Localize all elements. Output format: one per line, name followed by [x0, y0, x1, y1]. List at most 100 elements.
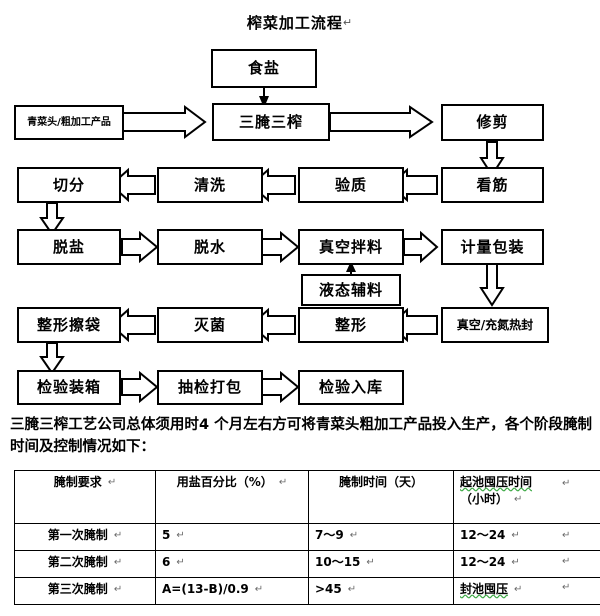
cell-return-mark: ↵	[113, 530, 123, 541]
connector-samplepack-to-inspectstore	[261, 370, 300, 404]
flow-node-cut[interactable]: 切分	[17, 167, 121, 203]
table-header-requirement: 腌制要求 ↵	[14, 470, 156, 524]
table-header-salt-percent: 用盐百分比（%） ↵	[155, 470, 309, 524]
cell-pickle-days-text: >45	[315, 582, 342, 596]
connector-dehydrate-to-vacuummix	[261, 230, 300, 264]
flow-node-shape-label: 整形	[334, 315, 367, 334]
table-header-pickle-days-text: 腌制时间（天）	[338, 475, 423, 489]
flow-node-salt[interactable]: 食盐	[211, 49, 317, 88]
page-title: 榨菜加工流程↵	[0, 12, 600, 33]
connector-desalt-to-dehydrate	[121, 230, 159, 264]
table-header-press-hours-line1: 起池囤压时间	[460, 475, 533, 489]
cell-requirement: 第三次腌制 ↵	[14, 577, 156, 605]
cell-return-mark: ↵	[366, 557, 375, 568]
flow-node-vacuum-mix-label: 真空拌料	[318, 237, 383, 256]
cell-press-hours-text: 封池囤压	[460, 582, 509, 596]
cell-return-mark: ↵	[278, 477, 288, 488]
flow-node-inspect-store[interactable]: 检验入库	[298, 370, 404, 405]
outside-return-mark: ↵	[562, 556, 571, 567]
flow-node-dehydrate[interactable]: 脱水	[157, 229, 263, 265]
flow-node-sample-pack-label: 抽检打包	[177, 378, 242, 396]
connector-inspectbox-to-samplepack	[121, 370, 159, 404]
connector-pickle-to-trim	[329, 105, 434, 139]
connector-raw-to-pickle	[122, 105, 207, 139]
flow-node-liquid-additive[interactable]: 液态辅料	[301, 274, 401, 306]
paragraph-return-mark: ↵	[342, 16, 354, 29]
cell-return-mark: ↵	[347, 584, 357, 595]
table-header-salt-percent-text: 用盐百分比（%）	[176, 475, 273, 489]
cell-return-mark: ↵	[511, 530, 520, 541]
flow-node-vacuum-seal[interactable]: 真空/充氮热封	[441, 307, 549, 343]
flow-node-check-fiber[interactable]: 看筋	[441, 167, 544, 203]
flow-node-raw-material-label: 青菜头/粗加工产品	[27, 116, 111, 128]
table-header-press-hours-line2: （小时）	[460, 492, 509, 506]
process-flowchart: 食盐 青菜头/粗加工产品 三腌三榨 修剪 切分 清洗 验质 看筋 脱盐 脱水 真…	[14, 49, 549, 405]
cell-requirement-text: 第三次腌制	[47, 582, 108, 596]
flow-node-desalt-label: 脱盐	[52, 237, 85, 256]
flow-node-wash[interactable]: 清洗	[157, 167, 263, 203]
cell-salt-percent: 6↵	[155, 550, 309, 578]
flow-node-raw-material[interactable]: 青菜头/粗加工产品	[14, 105, 124, 140]
connector-cut-to-desalt	[39, 202, 65, 236]
flow-node-dehydrate-label: 脱水	[193, 237, 226, 256]
flow-node-trim-label: 修剪	[476, 113, 509, 131]
flow-node-salt-label: 食盐	[247, 59, 280, 77]
flow-node-three-pickle[interactable]: 三腌三榨	[212, 103, 330, 141]
cell-return-mark: ↵	[254, 584, 264, 595]
outside-return-mark: ↵	[562, 582, 571, 593]
flow-node-trim[interactable]: 修剪	[441, 104, 544, 141]
cell-pickle-days-text: 10～15	[315, 555, 361, 569]
table-header-row: 腌制要求 ↵ 用盐百分比（%） ↵ 腌制时间（天） 起池囤压时间 （小时） ↵	[14, 470, 600, 524]
cell-pickle-days: >45 ↵	[308, 577, 454, 605]
cell-return-mark: ↵	[511, 557, 520, 568]
flow-node-shape-wipe-bag-label: 整形擦袋	[36, 315, 101, 334]
cell-requirement: 第二次腌制 ↵	[14, 550, 156, 578]
connector-trim-to-fiber	[479, 141, 505, 177]
cell-salt-percent: 5↵	[155, 523, 309, 551]
cell-salt-percent-text: A=(13-B)/0.9	[162, 582, 249, 596]
cell-salt-percent-text: 6	[162, 555, 171, 569]
cell-press-hours-text: 12～24	[460, 528, 506, 542]
body-paragraph: 三腌三榨工艺公司总体须用时4 个月左右方可将青菜头粗加工产品投入生产，各个阶段腌…	[10, 417, 592, 455]
connector-measurepack-to-vacuumseal	[479, 263, 505, 307]
cell-return-mark: ↵	[113, 557, 123, 568]
flow-node-shape-wipe-bag[interactable]: 整形擦袋	[17, 307, 121, 343]
flow-node-three-pickle-label: 三腌三榨	[238, 112, 303, 131]
outside-return-mark: ↵	[562, 478, 571, 489]
arrowhead-salt-to-pickle	[259, 96, 269, 108]
cell-return-mark: ↵	[514, 494, 523, 505]
flow-node-sterilize[interactable]: 灭菌	[157, 307, 263, 343]
flow-node-measure-pack[interactable]: 计量包装	[441, 229, 544, 265]
flow-node-inspect-box[interactable]: 检验装箱	[17, 370, 121, 405]
cell-return-mark: ↵	[349, 530, 359, 541]
flow-node-cut-label: 切分	[52, 175, 85, 194]
flow-node-desalt[interactable]: 脱盐	[17, 229, 121, 265]
cell-press-hours: 12～24↵	[453, 550, 600, 578]
flow-node-quality-check[interactable]: 验质	[298, 167, 404, 203]
flow-node-measure-pack-label: 计量包装	[460, 237, 525, 256]
cell-requirement-text: 第二次腌制	[47, 555, 108, 569]
connector-shapewipebag-to-inspectbox	[39, 342, 65, 375]
cell-requirement-text: 第一次腌制	[47, 528, 108, 542]
table-header-requirement-text: 腌制要求	[53, 475, 102, 489]
cell-requirement: 第一次腌制 ↵	[14, 523, 156, 551]
cell-return-mark: ↵	[176, 530, 185, 541]
outside-return-mark: ↵	[562, 530, 571, 541]
table-header-pickle-days: 腌制时间（天）	[308, 470, 454, 524]
flow-node-shape[interactable]: 整形	[298, 307, 404, 343]
cell-return-mark: ↵	[176, 557, 185, 568]
flow-node-vacuum-mix[interactable]: 真空拌料	[298, 229, 404, 265]
flow-node-vacuum-seal-label: 真空/充氮热封	[456, 318, 534, 332]
table-header-press-hours: 起池囤压时间 （小时） ↵	[453, 470, 600, 524]
cell-salt-percent: A=(13-B)/0.9 ↵	[155, 577, 309, 605]
flow-node-quality-check-label: 验质	[334, 175, 367, 194]
pickling-spec-table-wrapper: 腌制要求 ↵ 用盐百分比（%） ↵ 腌制时间（天） 起池囤压时间 （小时） ↵ 第一次…	[14, 470, 600, 605]
flow-node-sample-pack[interactable]: 抽检打包	[157, 370, 263, 405]
cell-return-mark: ↵	[107, 477, 117, 488]
cell-pickle-days: 10～15 ↵	[308, 550, 454, 578]
cell-press-hours: 12～24 ↵	[453, 523, 600, 551]
cell-return-mark: ↵	[113, 584, 123, 595]
cell-return-mark: ↵	[514, 584, 523, 595]
flow-node-inspect-store-label: 检验入库	[318, 378, 383, 396]
flow-node-check-fiber-label: 看筋	[476, 175, 509, 194]
